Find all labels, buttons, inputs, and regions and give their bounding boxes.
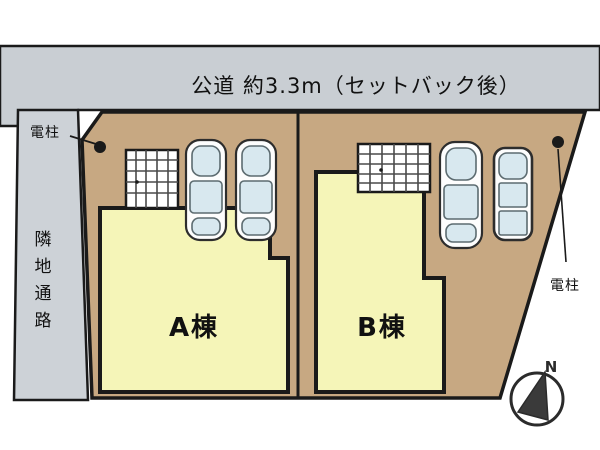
utility-pole-left-marker — [94, 141, 106, 153]
building-b-footprint[interactable] — [314, 170, 446, 394]
car-b1 — [438, 140, 484, 250]
car-a2-cabin — [239, 180, 273, 214]
utility-pole-left: 電柱 — [30, 125, 106, 153]
adjacent-passage-label-char-3: 路 — [35, 311, 52, 331]
building-b-label: B棟 — [357, 313, 407, 343]
car-a2 — [234, 138, 278, 242]
mesh-panel-b-post — [379, 168, 383, 172]
adjacent-passage-label-char-2: 通 — [35, 284, 52, 304]
car-b2-cabin — [498, 182, 528, 208]
compass-rose: N — [509, 358, 565, 427]
car-a2-windshield — [241, 145, 271, 177]
car-b2-rear-window — [498, 210, 528, 236]
adjacent-passage-shape — [12, 108, 90, 402]
car-b2-windshield — [498, 152, 528, 180]
car-b2-compact — [492, 146, 534, 242]
mesh-panel-a-grid — [126, 150, 178, 208]
mesh-panel-b-grid — [358, 144, 430, 192]
utility-pole-right-label: 電柱 — [550, 278, 580, 294]
adjacent-passage-label-group: 隣 地 通 路 — [35, 230, 52, 331]
utility-pole-left-leader — [69, 135, 97, 145]
mesh-panel-b — [356, 142, 432, 194]
utility-pole-left-label: 電柱 — [30, 125, 60, 141]
car-a2-rear-window — [241, 217, 271, 236]
compass-north-label: N — [545, 358, 558, 376]
building-a-label: A棟 — [169, 313, 219, 343]
mesh-panel-a-post — [135, 180, 139, 184]
car-a1-cabin — [189, 180, 223, 214]
adjacent-passage-label-char-1: 地 — [35, 257, 52, 277]
adjacent-passage-label-char-0: 隣 — [35, 230, 52, 250]
adjacent-passage-area — [12, 108, 90, 402]
car-b1-cabin — [443, 184, 479, 220]
utility-pole-right-leader — [557, 148, 567, 263]
public-road-label: 公道 約3.3m（セットバック後） — [191, 74, 521, 98]
car-a1-rear-window — [191, 217, 221, 236]
mesh-panel-a-frame — [124, 148, 180, 210]
car-a1 — [184, 138, 228, 242]
building-b[interactable]: B棟 — [314, 170, 446, 394]
car-b1-rear-window — [445, 223, 477, 243]
car-a1-windshield — [191, 145, 221, 177]
car-b1-windshield — [445, 147, 477, 181]
compass-needle — [516, 369, 549, 421]
building-a[interactable]: A棟 — [98, 206, 290, 394]
utility-pole-right: 電柱 — [550, 136, 580, 294]
mesh-panel-a — [124, 148, 180, 210]
utility-pole-right-marker — [552, 136, 564, 148]
